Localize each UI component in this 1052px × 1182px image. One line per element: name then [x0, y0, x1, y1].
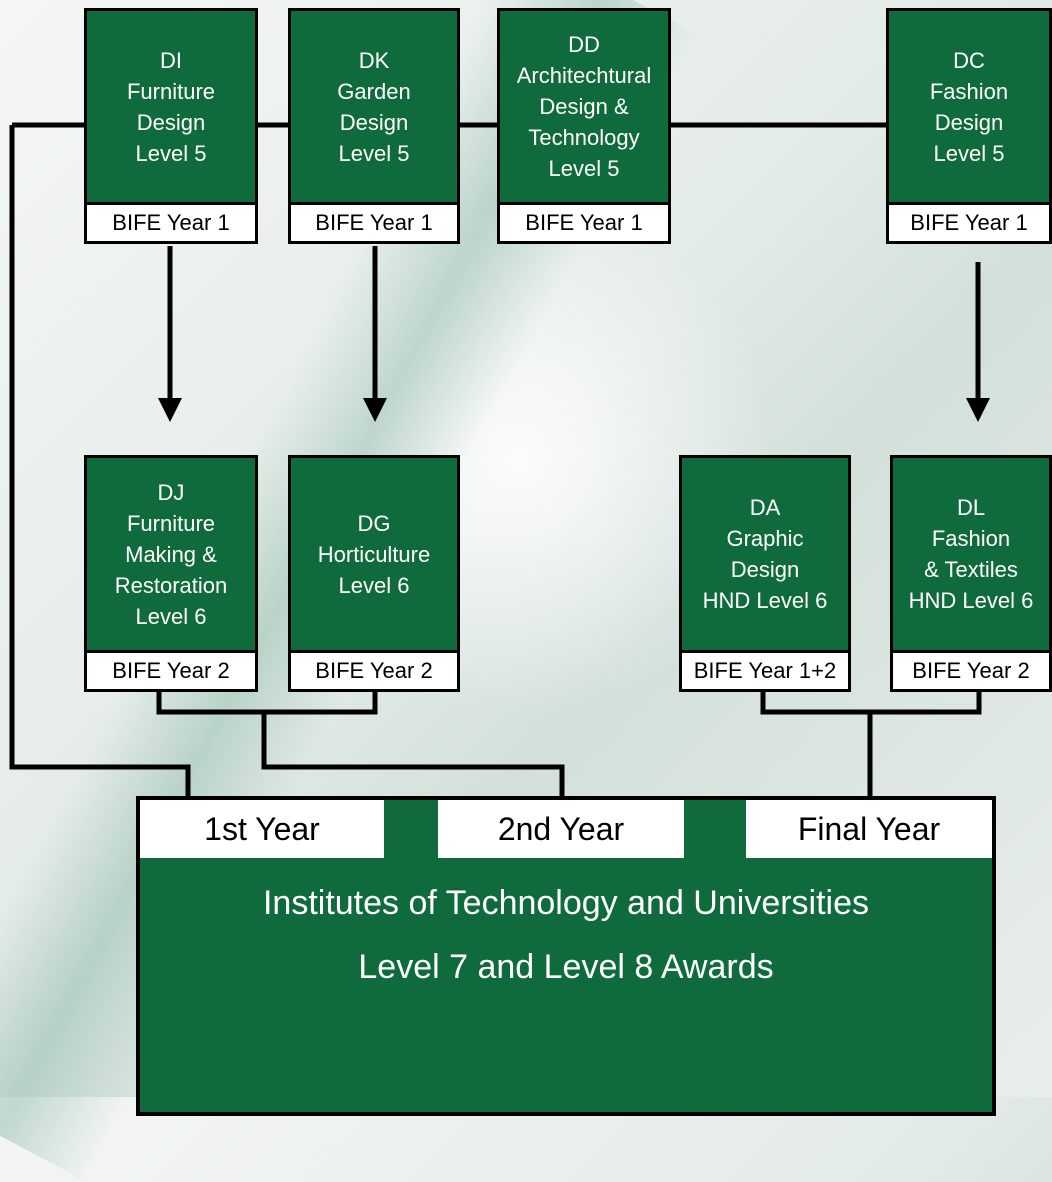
box-dj-footer: BIFE Year 2 [87, 650, 255, 689]
left-connector [9, 125, 191, 800]
box-dc-footer: BIFE Year 1 [889, 202, 1049, 241]
box-dc: DC Fashion Design Level 5 BIFE Year 1 [886, 8, 1052, 244]
box-dl-title: DL Fashion & Textiles HND Level 6 [908, 495, 1034, 613]
box-dg: DG Horticulture Level 6 BIFE Year 2 [288, 455, 460, 692]
box-dc-title: DC Fashion Design Level 5 [929, 47, 1009, 166]
box-di-title: DI Furniture Design Level 5 [126, 47, 216, 166]
box-dd-footer: BIFE Year 1 [500, 202, 668, 241]
box-dd-title: DD Architechtural Design & Technology Le… [516, 32, 652, 181]
box-dj: DJ Furniture Making & Restoration Level … [84, 455, 258, 692]
box-dl: DL Fashion & Textiles HND Level 6 BIFE Y… [890, 455, 1052, 692]
second-year-label: 2nd Year [438, 800, 684, 858]
level6-merge-left [156, 692, 378, 715]
box-dk: DK Garden Design Level 5 BIFE Year 1 [288, 8, 460, 244]
destination-line-2: Level 7 and Level 8 Awards [358, 948, 774, 986]
dc-arrow-head [966, 398, 990, 422]
dk-arrow-head [363, 398, 387, 422]
box-dk-footer: BIFE Year 1 [291, 202, 457, 241]
box-dk-title: DK Garden Design Level 5 [337, 47, 411, 166]
final-year-label: Final Year [746, 800, 992, 858]
di-arrow-head [158, 398, 182, 422]
box-da-footer: BIFE Year 1+2 [682, 650, 848, 689]
box-di: DI Furniture Design Level 5 BIFE Year 1 [84, 8, 258, 244]
first-year-label: 1st Year [140, 800, 384, 858]
level6-to-2nd-year [261, 712, 565, 800]
level6-merge-right [760, 692, 982, 715]
box-da-title: DA Graphic Design HND Level 6 [702, 495, 828, 613]
box-dd: DD Architechtural Design & Technology Le… [497, 8, 671, 244]
destination-line-1: Institutes of Technology and Universitie… [262, 884, 870, 922]
box-dg-title: DG Horticulture Level 6 [317, 510, 431, 598]
box-da: DA Graphic Design HND Level 6 BIFE Year … [679, 455, 851, 692]
box-dl-footer: BIFE Year 2 [893, 650, 1049, 689]
box-di-footer: BIFE Year 1 [87, 202, 255, 241]
destination-box: 1st Year 2nd Year Final Year Institutes … [136, 796, 996, 1116]
box-dj-title: DJ Furniture Making & Restoration Level … [114, 479, 228, 629]
box-dg-footer: BIFE Year 2 [291, 650, 457, 689]
